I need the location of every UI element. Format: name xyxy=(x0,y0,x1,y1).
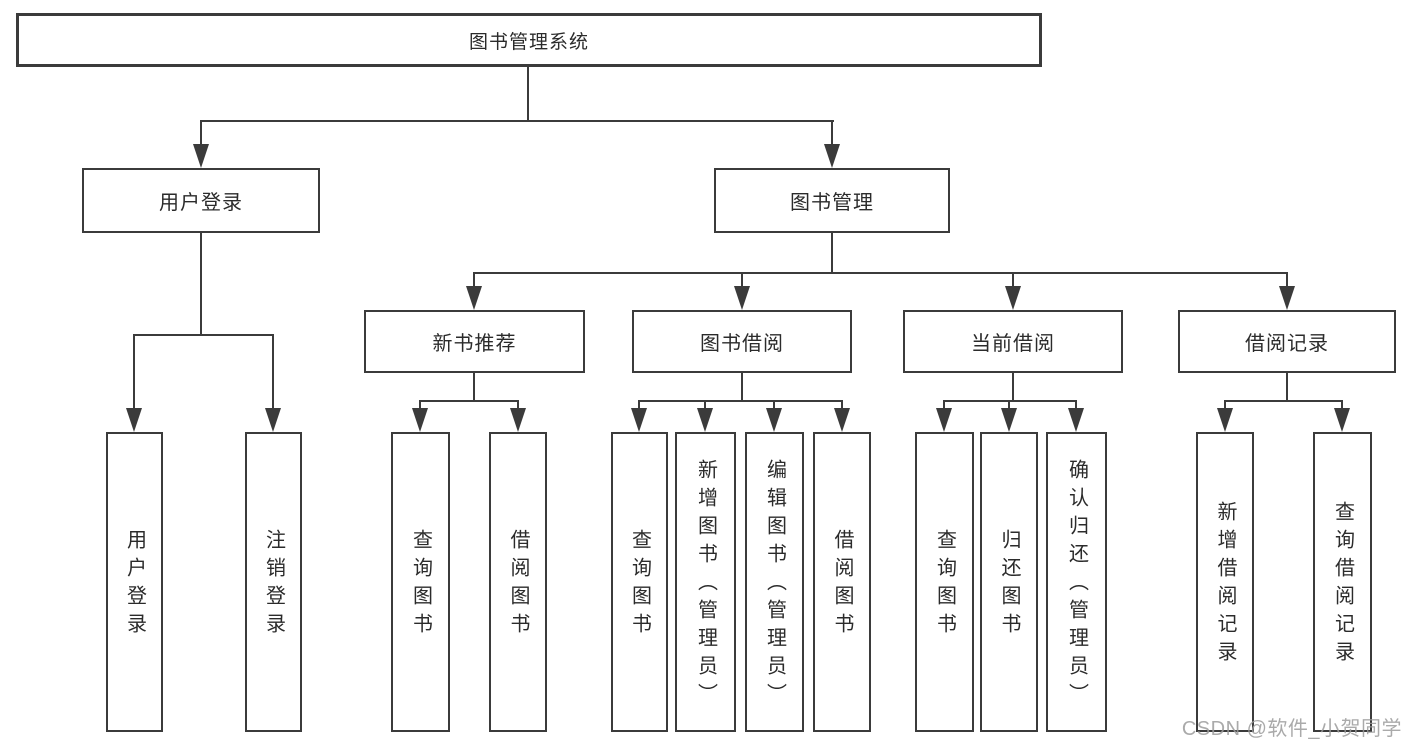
connector-line xyxy=(200,233,202,336)
arrowhead-down-icon xyxy=(631,408,647,432)
arrowhead-down-icon xyxy=(1217,408,1233,432)
leaf-label: 用户登录 xyxy=(123,529,146,641)
leaf-label: 归还图书 xyxy=(998,529,1020,641)
watermark: CSDN @软件_小贺同学 xyxy=(1181,718,1402,740)
leaf-label: 查询借阅记录 xyxy=(1331,501,1354,669)
connector-line xyxy=(1008,400,1010,412)
leaf-add-book-admin: 新增图书（管理员） xyxy=(675,432,736,732)
connector-line xyxy=(1012,272,1014,290)
leaf-edit-book-admin: 编辑图书（管理员） xyxy=(745,432,804,732)
connector-line xyxy=(943,400,1077,402)
arrowhead-down-icon xyxy=(510,408,526,432)
leaf-label: 注销登录 xyxy=(262,529,285,641)
connector-line xyxy=(1224,400,1343,402)
connector-line xyxy=(1286,272,1288,290)
connector-line xyxy=(704,400,706,412)
node-book-borrowing: 图书借阅 xyxy=(632,310,852,373)
connector-line xyxy=(943,400,945,412)
node-label: 图书借阅 xyxy=(700,333,784,355)
arrowhead-down-icon xyxy=(1334,408,1350,432)
leaf-query-books-recommend: 查询图书 xyxy=(391,432,450,732)
arrowhead-down-icon xyxy=(126,408,142,432)
node-borrowing-records: 借阅记录 xyxy=(1178,310,1396,373)
arrowhead-down-icon xyxy=(766,408,782,432)
node-book-management: 图书管理 xyxy=(714,168,950,233)
connector-line xyxy=(133,334,274,336)
connector-line xyxy=(1075,400,1077,412)
connector-line xyxy=(200,120,202,148)
connector-line xyxy=(638,400,843,402)
arrowhead-down-icon xyxy=(834,408,850,432)
arrowhead-down-icon xyxy=(936,408,952,432)
node-user-login: 用户登录 xyxy=(82,168,320,233)
arrowhead-down-icon xyxy=(466,286,482,310)
leaf-confirm-return-admin: 确认归还（管理员） xyxy=(1046,432,1107,732)
leaf-return-books: 归还图书 xyxy=(980,432,1038,732)
leaf-label: 查询图书 xyxy=(628,529,651,641)
node-current-borrowing: 当前借阅 xyxy=(903,310,1123,373)
connector-line xyxy=(527,67,529,122)
connector-line xyxy=(1286,373,1288,402)
leaf-label: 编辑图书（管理员） xyxy=(763,459,786,711)
leaf-label: 借阅图书 xyxy=(831,529,853,641)
connector-line xyxy=(473,373,475,402)
connector-line xyxy=(473,272,1288,274)
leaf-add-borrow-record: 新增借阅记录 xyxy=(1196,432,1254,732)
connector-line xyxy=(419,400,421,412)
connector-line xyxy=(741,272,743,290)
arrowhead-down-icon xyxy=(1005,286,1021,310)
connector-line xyxy=(1224,400,1226,412)
arrowhead-down-icon xyxy=(265,408,281,432)
connector-line xyxy=(831,233,833,274)
connector-line xyxy=(831,120,833,148)
arrowhead-down-icon xyxy=(824,144,840,168)
connector-line xyxy=(419,400,519,402)
arrowhead-down-icon xyxy=(412,408,428,432)
leaf-label: 借阅图书 xyxy=(507,529,529,641)
node-library-management-system: 图书管理系统 xyxy=(16,13,1042,67)
node-label: 用户登录 xyxy=(159,192,243,214)
leaf-label: 查询图书 xyxy=(933,529,956,641)
leaf-borrow-books-recommend: 借阅图书 xyxy=(489,432,547,732)
connector-line xyxy=(638,400,640,412)
arrowhead-down-icon xyxy=(1068,408,1084,432)
connector-line xyxy=(1341,400,1343,412)
leaf-label: 查询图书 xyxy=(409,529,432,641)
node-label: 图书管理系统 xyxy=(468,31,589,53)
node-label: 新书推荐 xyxy=(432,333,517,355)
leaf-label: 新增借阅记录 xyxy=(1214,501,1236,669)
connector-line xyxy=(517,400,519,412)
node-new-book-recommendation: 新书推荐 xyxy=(364,310,585,373)
leaf-borrow-books-borrowing: 借阅图书 xyxy=(813,432,871,732)
leaf-query-books-borrowing: 查询图书 xyxy=(611,432,668,732)
node-label: 图书管理 xyxy=(790,192,874,214)
arrowhead-down-icon xyxy=(1279,286,1295,310)
connector-line xyxy=(741,373,743,402)
connector-line xyxy=(773,400,775,412)
connector-line xyxy=(1012,373,1014,402)
arrowhead-down-icon xyxy=(697,408,713,432)
node-label: 当前借阅 xyxy=(971,333,1055,355)
leaf-label: 确认归还（管理员） xyxy=(1065,459,1088,711)
arrowhead-down-icon xyxy=(1001,408,1017,432)
node-label: 借阅记录 xyxy=(1245,333,1329,355)
leaf-user-login: 用户登录 xyxy=(106,432,163,732)
arrowhead-down-icon xyxy=(193,144,209,168)
leaf-label: 新增图书（管理员） xyxy=(694,459,717,711)
leaf-logout: 注销登录 xyxy=(245,432,302,732)
connector-line xyxy=(272,334,274,412)
leaf-query-borrow-record: 查询借阅记录 xyxy=(1313,432,1372,732)
arrowhead-down-icon xyxy=(734,286,750,310)
connector-line xyxy=(200,120,834,122)
connector-line xyxy=(841,400,843,412)
connector-line xyxy=(133,334,135,412)
connector-line xyxy=(473,272,475,290)
leaf-query-books-current: 查询图书 xyxy=(915,432,974,732)
